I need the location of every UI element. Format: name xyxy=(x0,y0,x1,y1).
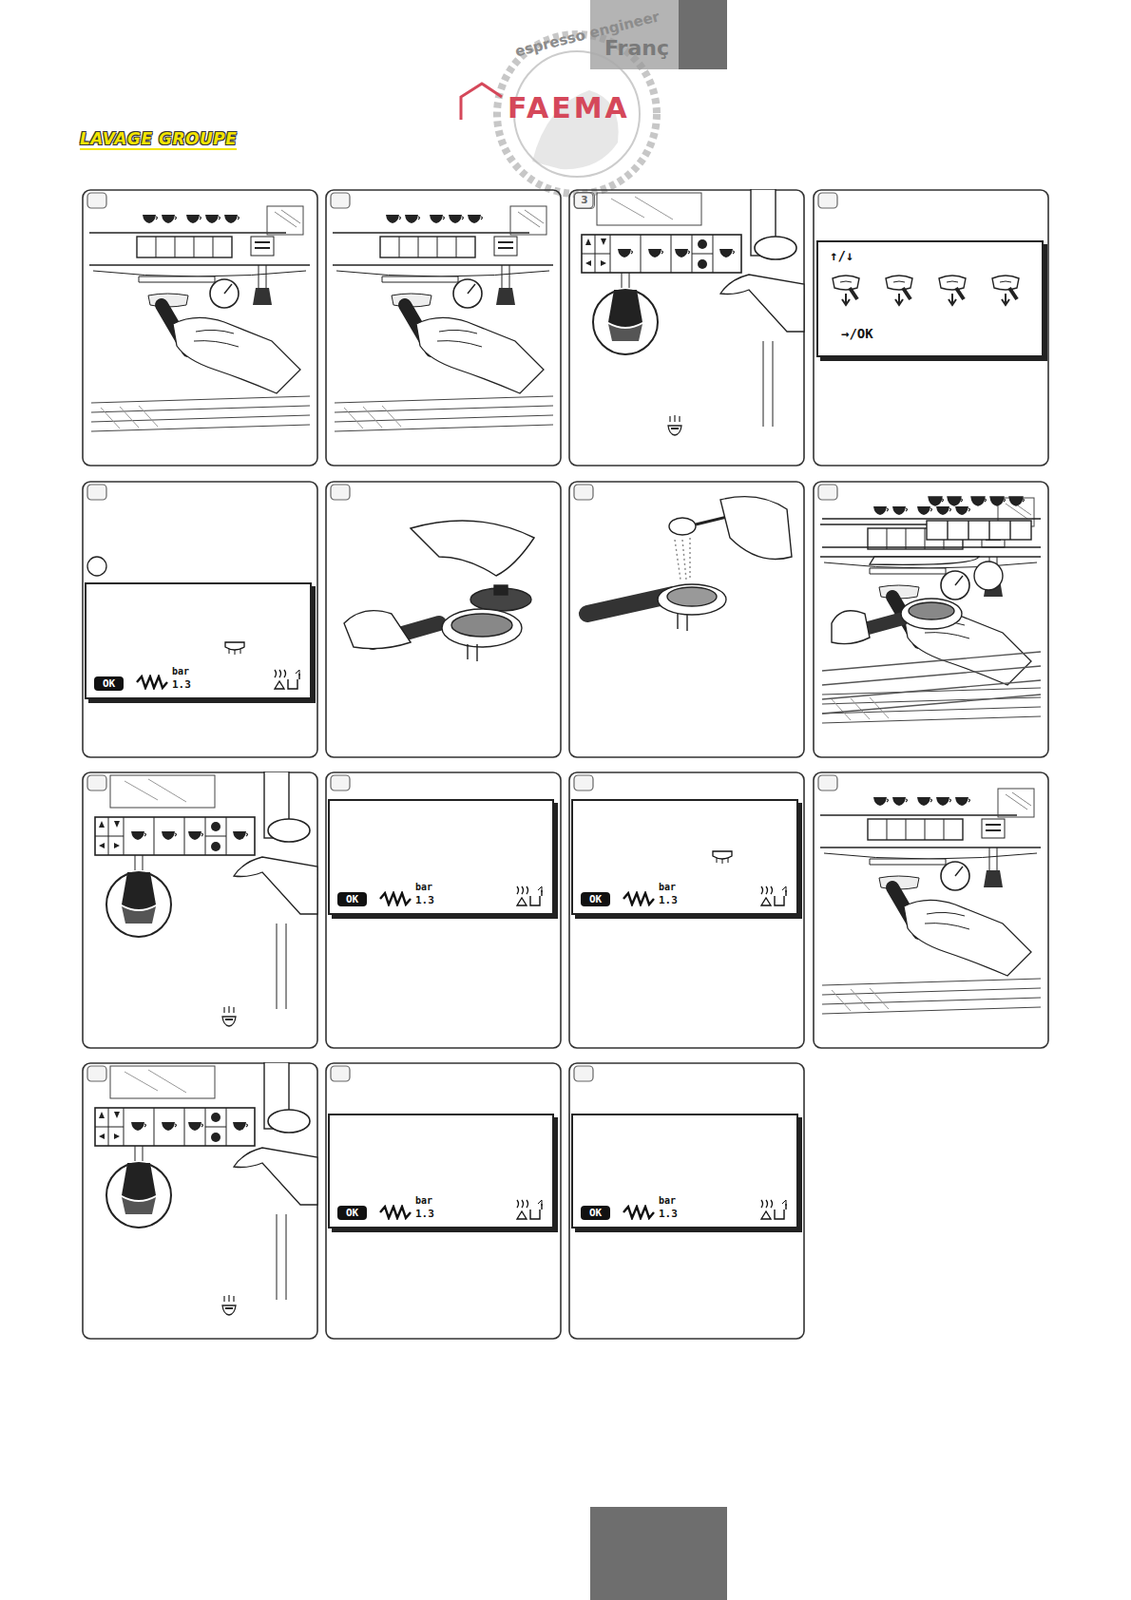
pressure-value: 1.3 xyxy=(658,895,678,907)
pressure-unit: bar xyxy=(658,881,676,893)
display-screen: ↑/↓ →/OK xyxy=(816,240,1044,358)
display-screen: OK bar 1.3 xyxy=(84,582,312,700)
ok-key: OK xyxy=(337,1206,367,1221)
menu-hint: ↑/↓ xyxy=(829,248,854,264)
callout-number: 3 xyxy=(575,192,595,208)
menu-hint: →/OK xyxy=(841,325,874,342)
page-heading: LAVAGE GROUPE xyxy=(79,129,237,151)
ok-key: OK xyxy=(337,892,367,907)
pressure-unit: bar xyxy=(415,881,433,893)
ok-key: OK xyxy=(580,1206,611,1221)
ok-key: OK xyxy=(94,676,124,691)
pressure-unit: bar xyxy=(172,666,190,677)
display-screen: OK bar1.3 xyxy=(327,1113,555,1229)
pressure-value: 1.3 xyxy=(415,895,435,907)
ok-key: OK xyxy=(580,892,611,907)
display-screen: OK bar1.3 xyxy=(571,1113,799,1229)
brand-logo: FAEMA xyxy=(507,91,631,125)
display-screen: OK bar 1.3 xyxy=(571,799,799,916)
pressure-value: 1.3 xyxy=(172,679,192,691)
pressure-unit: bar xyxy=(658,1195,676,1207)
pressure-value: 1.3 xyxy=(415,1208,435,1221)
pressure-value: 1.3 xyxy=(658,1208,678,1221)
language-tab: Franç xyxy=(604,36,670,60)
pressure-unit: bar xyxy=(415,1195,433,1207)
step-number-badge: 3 xyxy=(574,191,595,210)
display-screen: OK bar 1.3 xyxy=(327,799,555,916)
